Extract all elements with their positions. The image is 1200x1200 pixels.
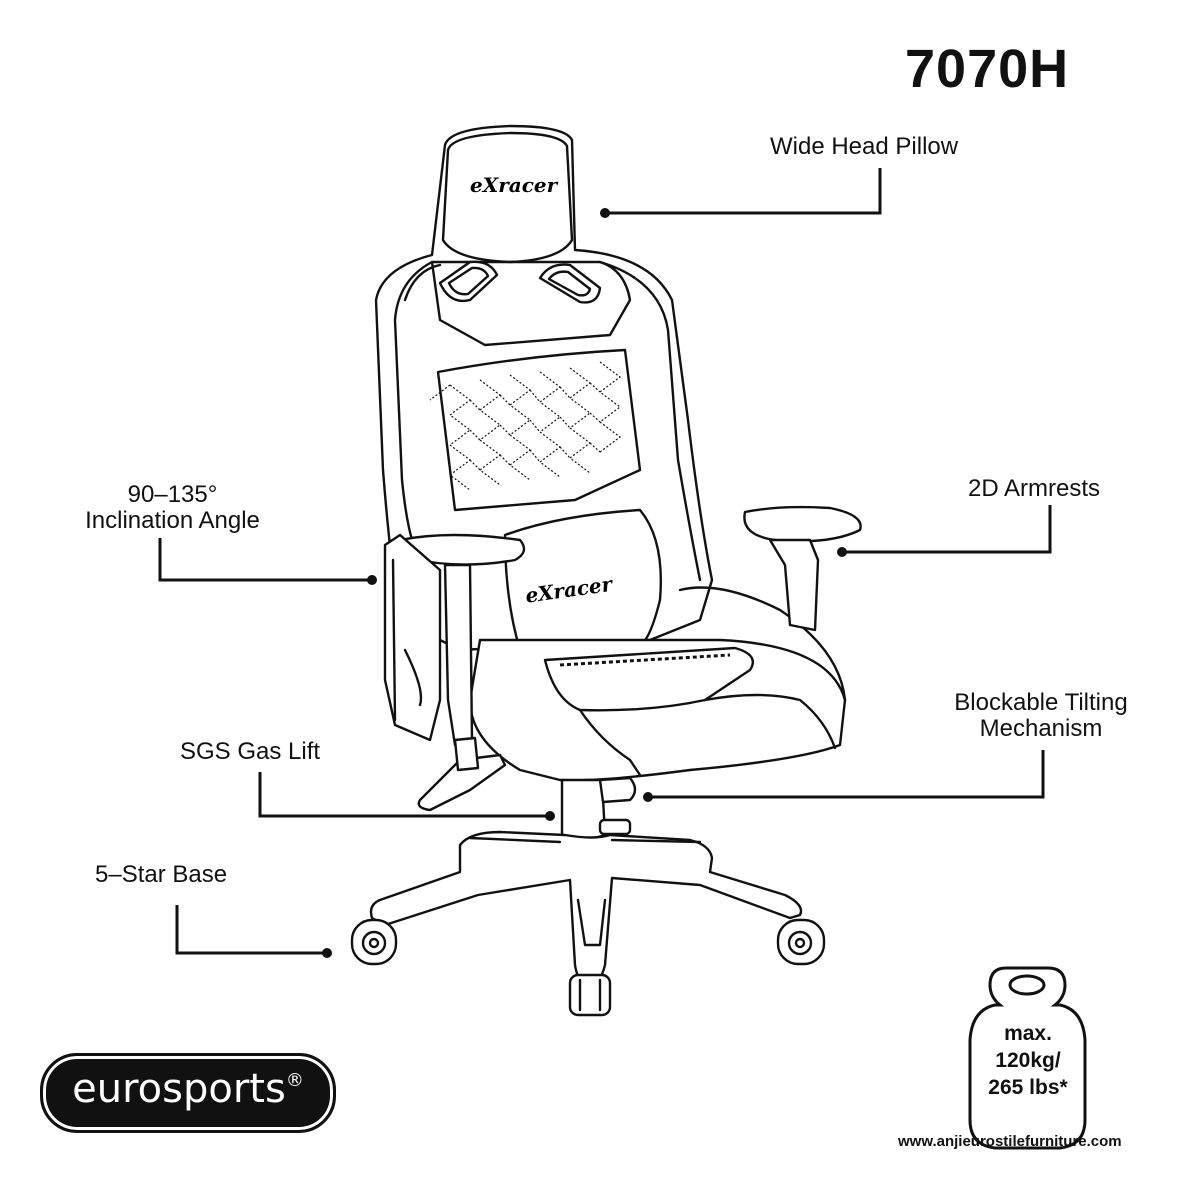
label-5-star-base: 5–Star Base (95, 861, 228, 888)
callout-head-pillow (605, 168, 882, 215)
diamond-stitch-panel (429, 348, 642, 512)
headrest-brand: eXracer (470, 173, 559, 197)
side-bolster-left (393, 260, 434, 562)
seat-inner (543, 646, 755, 712)
weight-line-kg: 120kg/ (995, 1049, 1061, 1072)
caster-front (568, 973, 612, 1017)
label-inclination-text: Inclination Angle (85, 507, 260, 534)
side-bolster-right (598, 260, 702, 582)
website-url: www.anjieurostilefurniture.com (898, 1133, 1122, 1150)
weight-capacity-badge: max. 120kg/ 265 lbs* (972, 1020, 1084, 1101)
label-tilting-mechanism: Blockable Tilting Mechanism (930, 690, 1152, 742)
eurosports-logo: eurosports® (40, 1053, 336, 1133)
label-sgs-gas-lift: SGS Gas Lift (180, 738, 321, 765)
seat-cushion (468, 638, 847, 782)
caster-right (776, 918, 826, 966)
tilt-lever (417, 753, 507, 812)
callout-gas-lift (258, 772, 550, 818)
gas-lift-cylinder (560, 778, 607, 840)
label-inclination-range: 90–135° (127, 481, 218, 508)
label-tilting-line2: Mechanism (979, 715, 1103, 742)
callout-tilting (648, 750, 1045, 799)
registered-mark: ® (285, 1070, 304, 1091)
headrest-panel (441, 131, 574, 264)
armrest-right-pad (743, 505, 862, 543)
recline-side-plate (383, 533, 442, 742)
logo-wordmark: eurosports (72, 1066, 286, 1112)
harness-slot-right (538, 263, 602, 304)
armrest-left-post (443, 563, 474, 747)
callout-inclination (158, 538, 372, 582)
armrest-right-post (768, 538, 820, 632)
label-2d-armrests: 2D Armrests (968, 475, 1101, 502)
model-number: 7070H (905, 39, 1070, 99)
weight-line-max: max. (1004, 1022, 1052, 1045)
caster-left (350, 918, 398, 966)
label-wide-head-pillow: Wide Head Pillow (770, 133, 959, 160)
lumbar-pillow (503, 508, 662, 652)
backrest-shell (374, 124, 714, 652)
callout-base (175, 905, 327, 955)
label-tilting-line1: Blockable Tilting (954, 689, 1128, 716)
five-star-base (369, 830, 803, 987)
callout-armrests (842, 505, 1052, 554)
weight-line-lbs: 265 lbs* (988, 1076, 1068, 1099)
caster-rear (598, 818, 632, 836)
tilt-knob (598, 776, 637, 804)
weight-icon (968, 966, 1087, 1150)
label-inclination: 90–135° Inclination Angle (60, 482, 285, 534)
